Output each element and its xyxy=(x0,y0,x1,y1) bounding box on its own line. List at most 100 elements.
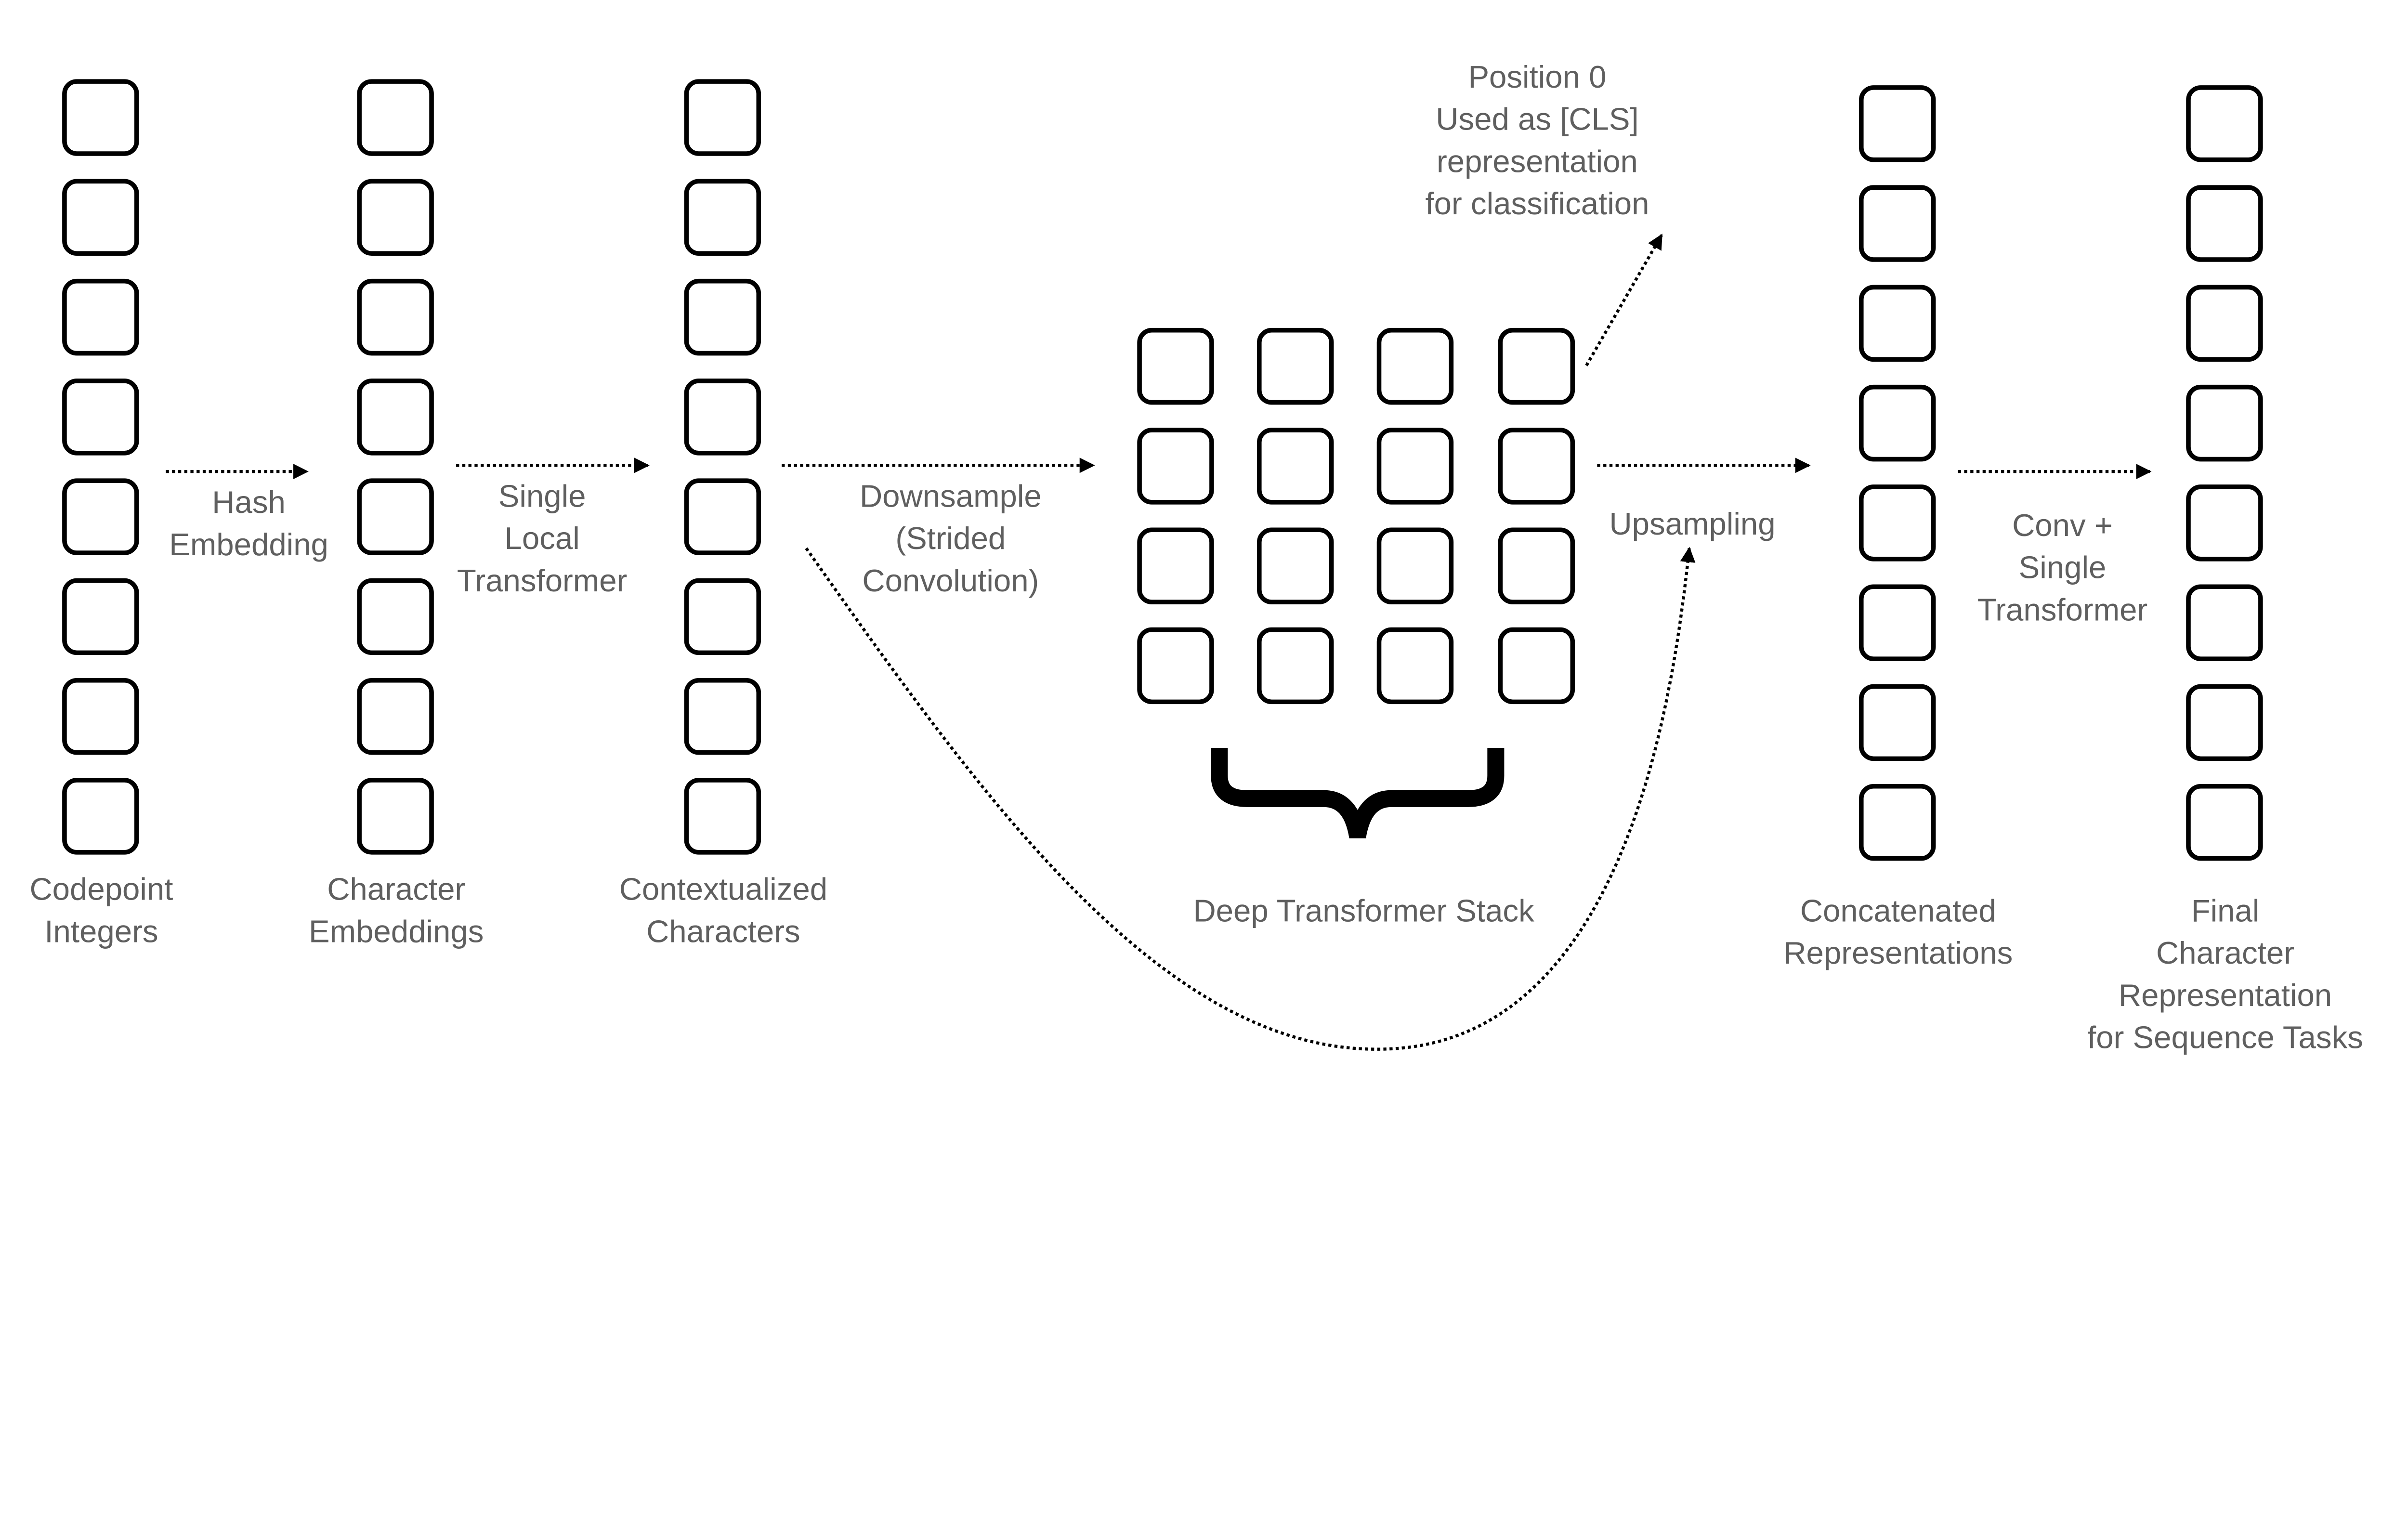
label-line: (Strided xyxy=(895,521,1006,556)
codepoint-box xyxy=(62,478,139,555)
label-line: Codepoint xyxy=(29,872,173,907)
label-line: for classification xyxy=(1425,186,1649,221)
label-line: Transformer xyxy=(457,563,627,598)
contextualized-box xyxy=(684,278,761,356)
label-line: Single xyxy=(2019,550,2107,585)
concatenated-box xyxy=(1859,85,1936,162)
label-line: Downsample xyxy=(860,478,1042,513)
concatenated-box xyxy=(1859,784,1936,861)
arrow-residual-curve xyxy=(805,547,1696,1051)
final-box xyxy=(2186,285,2263,362)
label-line: Representation xyxy=(2119,978,2332,1013)
contextualized-box xyxy=(684,578,761,655)
label-line: Convolution) xyxy=(862,563,1039,598)
label-line: representation xyxy=(1437,144,1638,179)
label-upsampling: Upsampling xyxy=(1609,506,1775,541)
label-line: Upsampling xyxy=(1609,506,1775,541)
label-line: Integers xyxy=(44,914,158,949)
final-box xyxy=(2186,85,2263,162)
label-line: Position 0 xyxy=(1468,59,1606,94)
label-deep-stack: Deep Transformer Stack xyxy=(1193,893,1534,928)
codepoint-box xyxy=(62,678,139,755)
codepoint-box xyxy=(62,278,139,356)
label-line: Local xyxy=(505,521,580,556)
deep-stack-box xyxy=(1137,327,1214,405)
char-emb-box xyxy=(357,379,434,456)
concatenated-box xyxy=(1859,285,1936,362)
concatenated-box xyxy=(1859,684,1936,761)
label-line: for Sequence Tasks xyxy=(2087,1019,2363,1055)
codepoint-box xyxy=(62,379,139,456)
final-box xyxy=(2186,484,2263,562)
deep-stack-box xyxy=(1498,627,1575,705)
final-box xyxy=(2186,684,2263,761)
contextualized-box xyxy=(684,478,761,555)
codepoint-box xyxy=(62,179,139,256)
char-emb-box xyxy=(357,578,434,655)
codepoint-box xyxy=(62,79,139,156)
char-emb-box xyxy=(357,79,434,156)
label-line: Single xyxy=(498,478,586,513)
label-cls: Position 0 Used as [CLS] representation for… xyxy=(1425,59,1649,221)
arrow-cls xyxy=(1585,234,1663,366)
deep-stack-box xyxy=(1498,327,1575,405)
codepoint-box xyxy=(62,578,139,655)
label-line: Transformer xyxy=(1977,592,2147,627)
deep-stack-box xyxy=(1257,527,1334,604)
deep-stack-box xyxy=(1137,428,1214,505)
deep-stack-box xyxy=(1498,428,1575,505)
contextualized-box xyxy=(684,79,761,156)
final-box xyxy=(2186,185,2263,262)
deep-stack-box xyxy=(1137,627,1214,705)
final-box xyxy=(2186,584,2263,661)
concatenated-box xyxy=(1859,584,1936,661)
label-line: Conv + xyxy=(2012,508,2113,543)
deep-stack-brace xyxy=(1211,748,1505,839)
deep-stack-box xyxy=(1376,327,1454,405)
char-emb-box xyxy=(357,778,434,855)
char-emb-box xyxy=(357,678,434,755)
deep-stack-box xyxy=(1376,527,1454,604)
label-line: Character xyxy=(2156,935,2294,970)
label-line: Characters xyxy=(646,914,800,949)
concatenated-box xyxy=(1859,384,1936,462)
label-line: Representations xyxy=(1783,935,2013,970)
label-line: Contextualized xyxy=(619,872,827,907)
codepoint-box xyxy=(62,778,139,855)
contextualized-box xyxy=(684,778,761,855)
contextualized-box xyxy=(684,678,761,755)
deep-stack-box xyxy=(1257,428,1334,505)
label-line: Embeddings xyxy=(309,914,484,949)
label-line: Used as [CLS] xyxy=(1436,102,1638,137)
concatenated-box xyxy=(1859,185,1936,262)
char-emb-box xyxy=(357,278,434,356)
label-line: Deep Transformer Stack xyxy=(1193,893,1534,928)
char-emb-box xyxy=(357,179,434,256)
concatenated-box xyxy=(1859,484,1936,562)
label-line: Character xyxy=(327,872,465,907)
label-line: Final xyxy=(2191,893,2260,928)
contextualized-box xyxy=(684,379,761,456)
deep-stack-box xyxy=(1376,428,1454,505)
final-box xyxy=(2186,384,2263,462)
deep-stack-box xyxy=(1376,627,1454,705)
label-line: Embedding xyxy=(169,527,328,562)
deep-stack-box xyxy=(1498,527,1575,604)
deep-stack-box xyxy=(1137,527,1214,604)
deep-stack-box xyxy=(1257,327,1334,405)
contextualized-box xyxy=(684,179,761,256)
deep-stack-box xyxy=(1257,627,1334,705)
char-emb-box xyxy=(357,478,434,555)
label-line: Concatenated xyxy=(1800,893,1996,928)
